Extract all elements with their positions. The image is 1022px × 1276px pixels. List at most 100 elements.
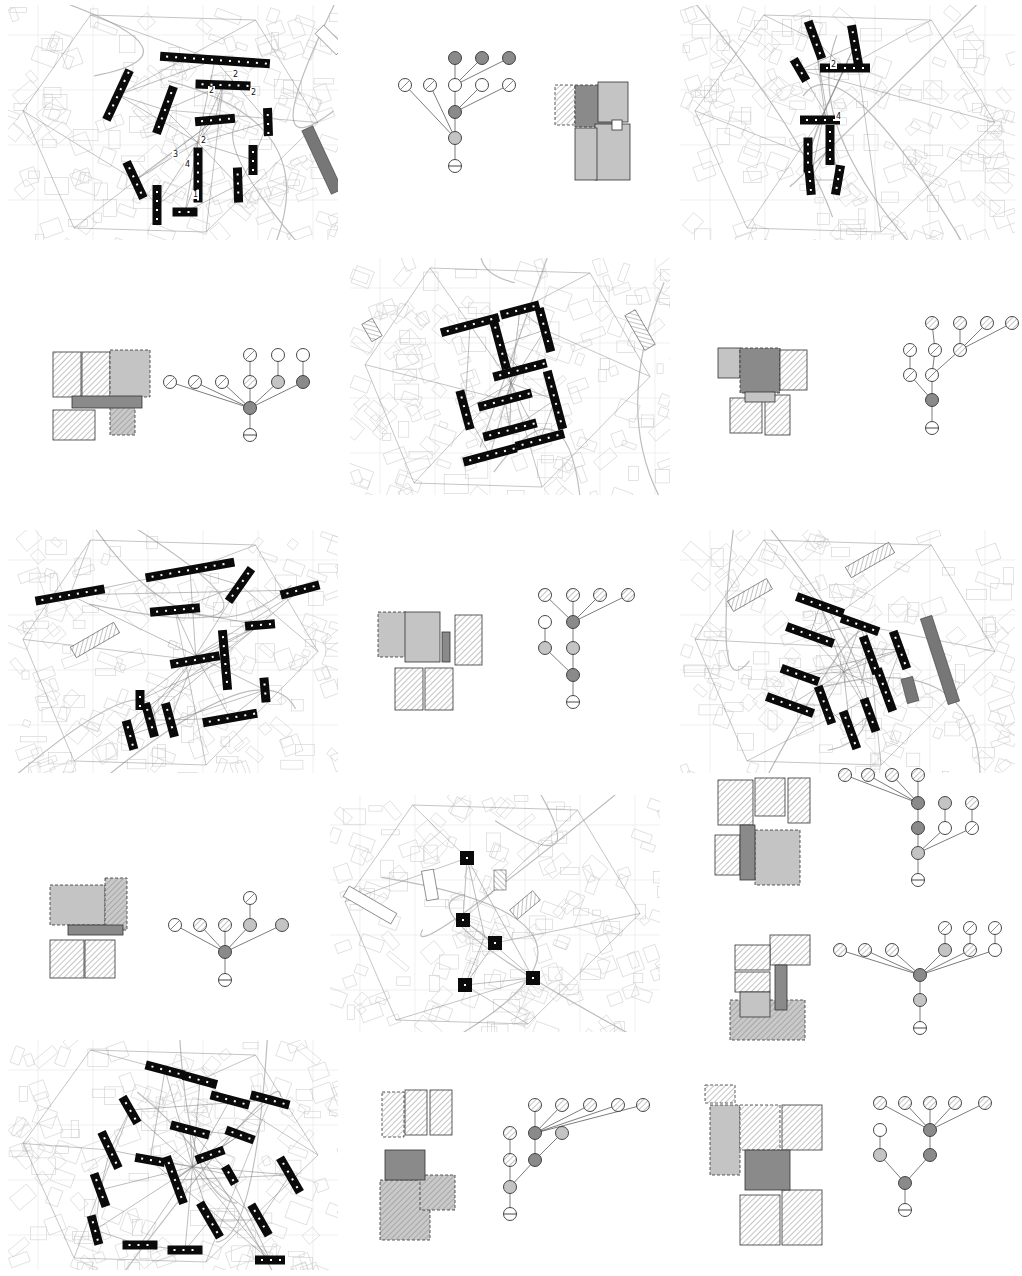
building-detail bbox=[236, 587, 239, 590]
street-block bbox=[246, 746, 264, 763]
street-block bbox=[817, 539, 830, 549]
street-block bbox=[526, 985, 549, 1003]
street-block bbox=[458, 357, 471, 366]
street-block bbox=[670, 352, 671, 365]
street-block bbox=[898, 84, 911, 96]
street-block bbox=[530, 1021, 559, 1032]
building-detail bbox=[464, 984, 466, 986]
building-block bbox=[102, 68, 133, 122]
building-detail bbox=[552, 394, 554, 396]
street-block bbox=[116, 649, 145, 671]
street-block bbox=[908, 602, 919, 616]
street-block bbox=[907, 753, 920, 767]
building-detail bbox=[139, 696, 141, 698]
street-block bbox=[615, 399, 640, 423]
building-block bbox=[889, 630, 911, 671]
street-block bbox=[156, 1255, 177, 1268]
building-block bbox=[152, 85, 178, 135]
hull-line bbox=[695, 639, 747, 761]
street-block bbox=[347, 1005, 354, 1019]
street-block bbox=[243, 1120, 264, 1131]
street-block bbox=[219, 1049, 231, 1061]
hull-line bbox=[23, 1144, 74, 1259]
street-block bbox=[396, 355, 422, 369]
fan-line bbox=[465, 937, 485, 985]
building-detail bbox=[247, 572, 250, 575]
street-block bbox=[12, 80, 38, 105]
building-block bbox=[255, 1256, 285, 1265]
building-detail bbox=[146, 709, 148, 711]
street-block bbox=[835, 238, 853, 240]
building-detail bbox=[803, 675, 806, 678]
street-block bbox=[384, 345, 399, 360]
building-detail bbox=[156, 209, 158, 211]
street-block bbox=[48, 40, 57, 49]
building-detail bbox=[252, 169, 254, 171]
existing-building bbox=[343, 886, 397, 924]
fan-line bbox=[200, 1055, 256, 1080]
street-block bbox=[972, 747, 994, 757]
street-block bbox=[973, 750, 993, 770]
building-detail bbox=[806, 119, 808, 121]
grid-line bbox=[93, 530, 94, 773]
grid-line bbox=[313, 1040, 314, 1270]
street-block bbox=[993, 153, 1015, 176]
street-block bbox=[725, 703, 743, 712]
building-detail bbox=[197, 172, 199, 174]
fan-line bbox=[165, 1070, 193, 1167]
street-block bbox=[329, 225, 338, 237]
street-block bbox=[80, 173, 89, 183]
street-block bbox=[405, 455, 431, 474]
building-block bbox=[224, 1126, 255, 1145]
street-block bbox=[296, 188, 319, 202]
street-block bbox=[657, 805, 660, 818]
street-block bbox=[128, 759, 146, 768]
street-block bbox=[296, 745, 315, 756]
street-block bbox=[314, 78, 334, 84]
fan-line bbox=[463, 858, 467, 920]
building-block bbox=[122, 160, 147, 200]
street-block bbox=[988, 695, 1015, 712]
hull-line bbox=[74, 761, 206, 765]
street-block bbox=[101, 1205, 123, 1225]
street-block bbox=[432, 304, 448, 319]
road-line bbox=[494, 429, 581, 495]
street-block bbox=[519, 1008, 528, 1016]
building-detail bbox=[496, 335, 498, 337]
street-block bbox=[966, 638, 992, 657]
building-detail bbox=[127, 726, 129, 728]
street-block bbox=[335, 551, 338, 576]
street-block bbox=[460, 370, 474, 381]
building-block bbox=[860, 697, 880, 733]
street-block bbox=[770, 676, 781, 687]
road-line bbox=[233, 120, 300, 240]
existing-building bbox=[421, 869, 438, 901]
building-block bbox=[122, 719, 138, 750]
fan-line bbox=[465, 985, 528, 1024]
building-detail bbox=[238, 61, 240, 63]
building-detail bbox=[171, 1170, 174, 1173]
building-detail bbox=[202, 1132, 204, 1134]
street-block bbox=[330, 827, 342, 844]
street-block bbox=[44, 1214, 67, 1235]
street-block bbox=[568, 299, 592, 321]
building-detail bbox=[136, 183, 139, 186]
building-detail bbox=[59, 596, 61, 598]
unit-block bbox=[730, 398, 762, 433]
street-block bbox=[48, 1151, 66, 1170]
building-detail bbox=[304, 587, 306, 589]
street-block bbox=[735, 232, 757, 240]
building-detail bbox=[506, 312, 508, 314]
street-block bbox=[132, 101, 152, 122]
street-block bbox=[238, 1230, 255, 1238]
building-detail bbox=[490, 318, 492, 320]
street-block bbox=[8, 626, 32, 650]
building-block bbox=[840, 614, 881, 636]
fan-line bbox=[130, 656, 196, 735]
street-block bbox=[752, 80, 782, 109]
street-block bbox=[256, 644, 275, 662]
fan-line bbox=[175, 610, 196, 656]
street-block bbox=[548, 967, 562, 981]
fan-line bbox=[747, 120, 820, 228]
building-block bbox=[455, 390, 474, 431]
